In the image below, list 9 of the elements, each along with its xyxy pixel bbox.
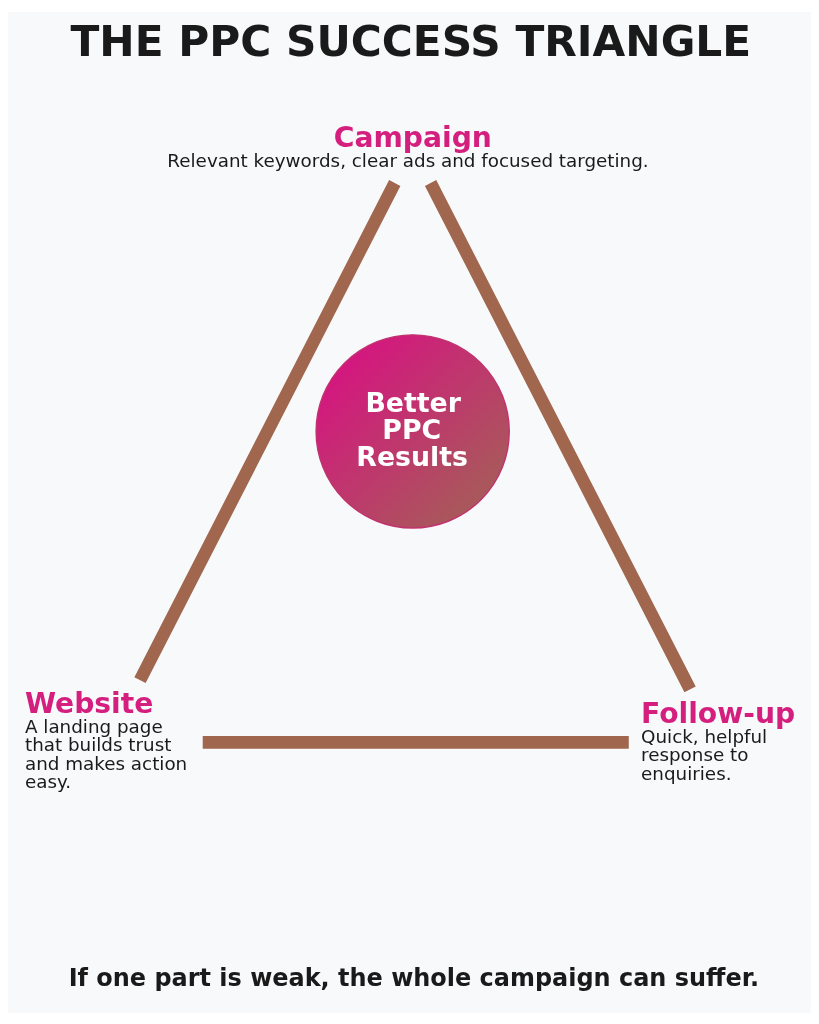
- node-circle: Better PPC Results: [315, 333, 510, 529]
- connector: [134, 179, 401, 683]
- connector: [424, 179, 696, 692]
- node-text: Website A landing page that builds trust and makes action easy.: [24, 686, 188, 792]
- node-text: Campaign Relevant keywords, clear ads and focused targeting.: [167, 120, 649, 171]
- node-text: Follow-up Quick, helpful response to enquiries.: [641, 696, 796, 784]
- caption: If one part is weak, the whole campaign can suffer.: [68, 963, 760, 992]
- connector: [202, 735, 629, 749]
- diagram-title: THE PPC SUCCESS TRIANGLE: [70, 16, 752, 66]
